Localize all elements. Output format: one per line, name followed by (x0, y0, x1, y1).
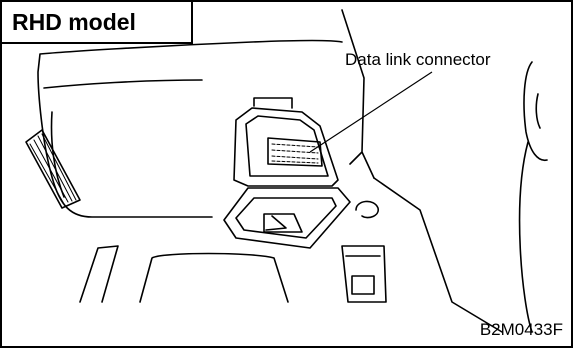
figure-code: B2M0433F (479, 320, 563, 339)
right-column-edge (518, 141, 533, 333)
connector-lid (233, 107, 339, 187)
pillar-edge-right (373, 177, 503, 333)
data-link-connector-label: Data link connector (345, 50, 491, 69)
connector-lid-inner (245, 115, 329, 177)
dash-panel-outline (37, 39, 343, 218)
data-link-connector-pins (271, 143, 319, 164)
fuse-box-door-latch (263, 213, 303, 233)
diagram-title: RHD model (12, 9, 136, 35)
connector-lid-back (253, 97, 293, 109)
fuse-box-door-inner (235, 197, 337, 239)
lower-pocket-center (139, 252, 289, 303)
lower-switch-housing (341, 245, 387, 303)
pillar-edge-upper (341, 9, 375, 179)
data-link-connector-body (267, 137, 323, 167)
left-trim-strip-shading (29, 133, 77, 205)
lower-switch (351, 275, 375, 295)
lower-pocket-left (79, 245, 119, 303)
hinge-screw (355, 200, 379, 219)
right-knob-outline (523, 61, 548, 161)
left-trim-strip (25, 129, 81, 209)
right-knob-inner (535, 93, 541, 129)
dash-panel-inner-contour (43, 79, 203, 198)
title-box: RHD model (2, 2, 193, 44)
callout-leader-line (309, 71, 433, 153)
fuse-box-door (223, 187, 351, 249)
